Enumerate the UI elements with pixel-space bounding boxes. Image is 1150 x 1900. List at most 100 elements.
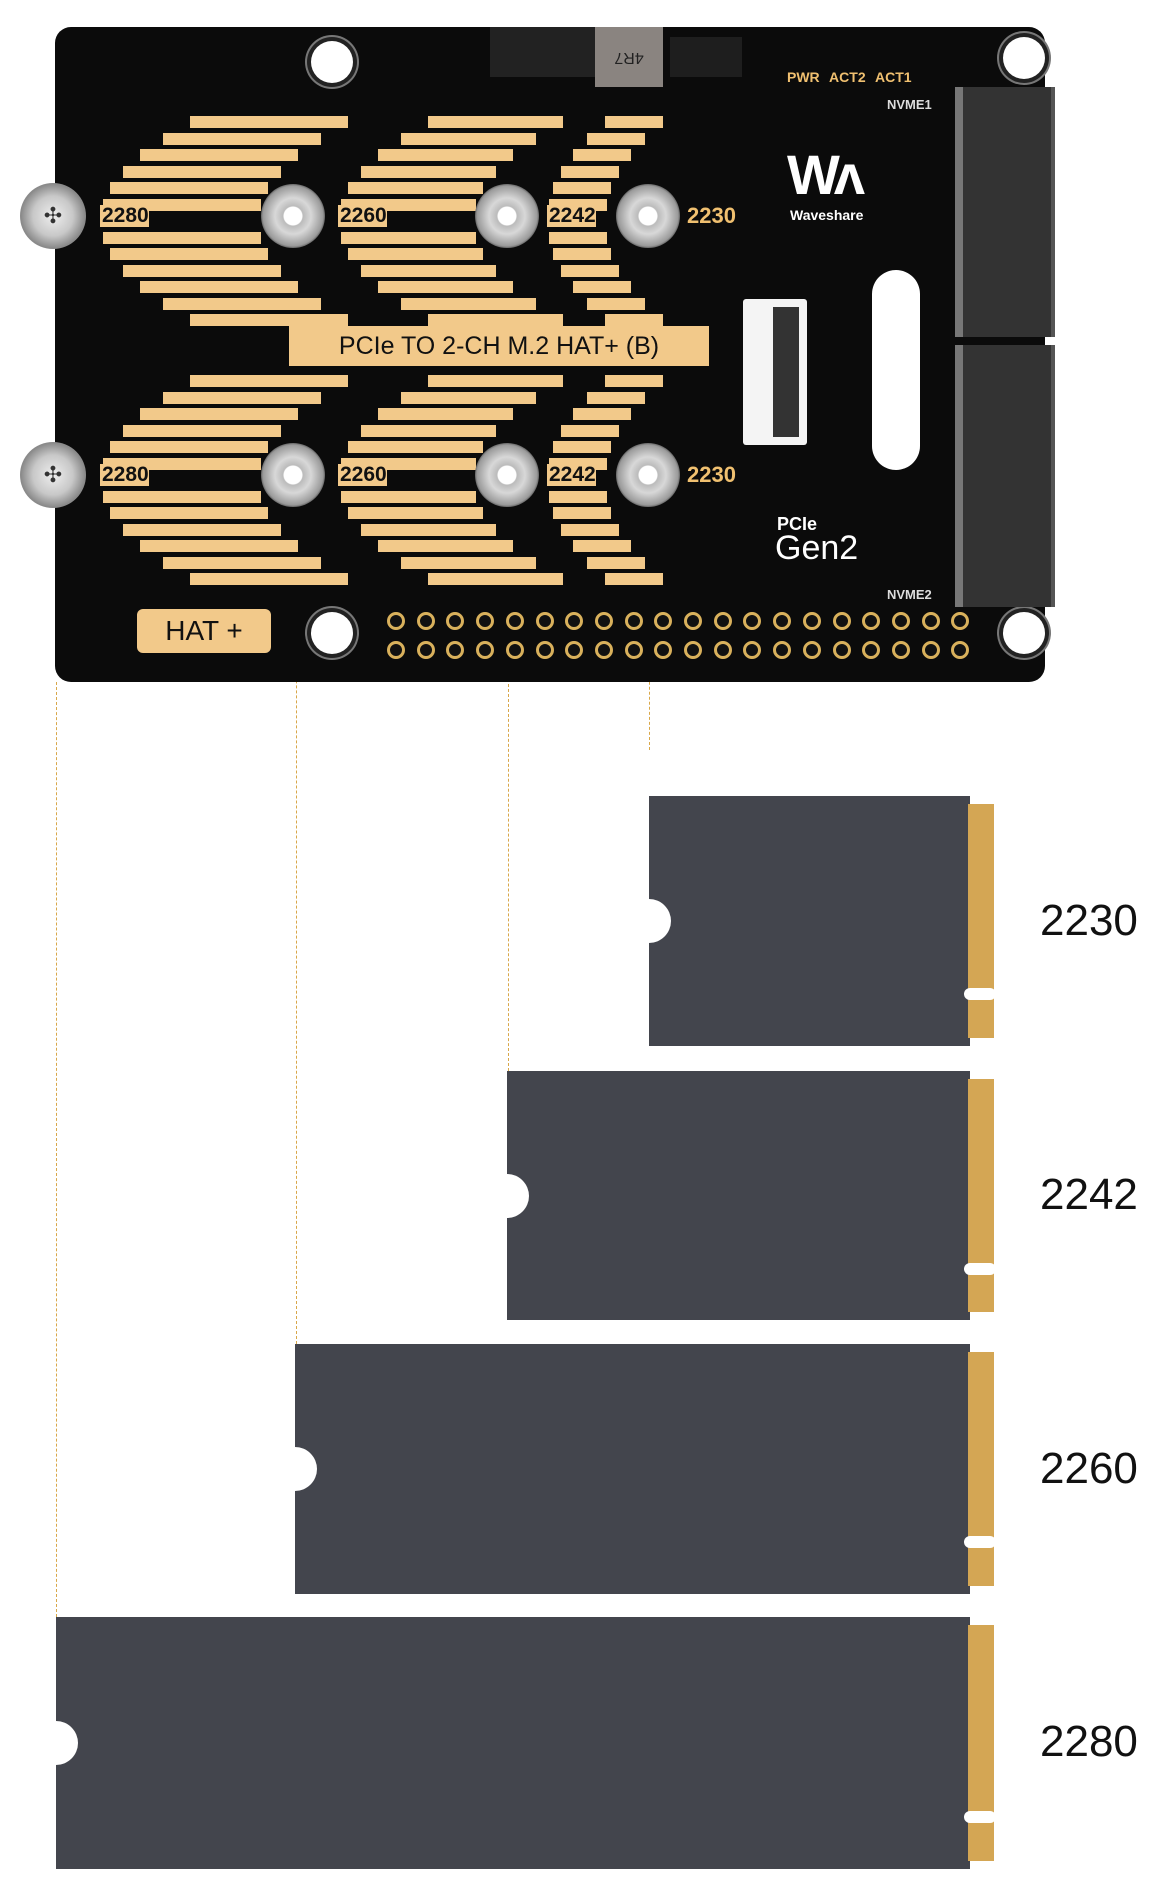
fpc-connector [743, 299, 807, 445]
key-notch [964, 988, 996, 1000]
gold-stripe [360, 424, 496, 437]
gpio-pin [684, 612, 702, 630]
guide-line-2280 [56, 682, 57, 1617]
gold-stripe [348, 507, 483, 519]
gpio-pin [654, 612, 673, 630]
gpio-pin [594, 641, 613, 659]
nvme2-label: NVME2 [887, 587, 932, 602]
guide-line-2260 [296, 320, 297, 1344]
gpio-pin [476, 641, 495, 659]
gold-stripe [190, 573, 348, 585]
gold-stripe [572, 281, 631, 293]
gpio-pin [773, 612, 792, 630]
gpio-pin [743, 641, 762, 659]
gold-stripe [348, 182, 483, 194]
gpio-pin [416, 641, 435, 659]
gold-stripe [561, 165, 620, 178]
gpio-pin [446, 641, 465, 659]
mount-notch [34, 1721, 78, 1765]
gold-stripe [587, 391, 645, 404]
gpio-pin [713, 612, 732, 630]
guide-line-2242 [508, 320, 509, 1071]
led-act2-label: ACT2 [829, 69, 866, 85]
led-pwr-label: PWR [787, 69, 820, 85]
gold-stripe [340, 231, 476, 244]
mount-notch [627, 899, 671, 943]
card-label-2230: 2230 [1040, 896, 1138, 945]
gold-stripe [428, 116, 563, 128]
gold-stripe [122, 165, 281, 178]
standoff-2230-bottom [616, 443, 680, 507]
gold-stripe [360, 264, 496, 277]
led-labels: PWR ACT2 ACT1 [787, 69, 912, 85]
ssd-card-2242 [485, 1071, 996, 1320]
gpio-pin [713, 641, 732, 659]
board-slot-cutout [872, 270, 920, 470]
mount-notch [273, 1447, 317, 1491]
mounting-hole [1003, 612, 1045, 654]
gold-stripe [604, 375, 663, 387]
gold-stripe [102, 490, 261, 503]
inductor: 4R7 [595, 27, 663, 87]
size-label-2230-bottom: 2230 [687, 462, 736, 487]
gpio-pin [446, 612, 465, 630]
gold-stripe [122, 264, 281, 277]
size-label-2260-bottom: 2260 [338, 463, 387, 486]
gpio-pin [387, 641, 405, 659]
gold-stripe [428, 375, 563, 387]
gold-stripe [561, 523, 620, 536]
gpio-pin [565, 612, 584, 630]
gold-stripe [110, 182, 268, 194]
nvme1-label: NVME1 [887, 97, 932, 112]
gold-stripe [378, 281, 513, 293]
gold-stripe [428, 573, 563, 585]
size-label-2242-top: 2242 [547, 204, 596, 227]
ssd-card-2260 [273, 1344, 996, 1594]
gold-stripe [587, 132, 645, 145]
gpio-pin [505, 612, 524, 630]
screw-icon: ✣ [20, 183, 86, 249]
mounting-hole [311, 612, 353, 654]
gold-connector [968, 1079, 994, 1312]
gold-stripe [162, 297, 321, 310]
gold-stripe [604, 573, 663, 585]
gpio-pin [594, 612, 613, 630]
standoff-2260-top [261, 184, 325, 248]
gold-stripe [110, 441, 268, 453]
gold-stripe [553, 507, 612, 519]
gold-stripe [428, 314, 563, 326]
gold-stripe [553, 182, 612, 194]
gold-stripe [110, 248, 268, 260]
gold-stripe [604, 314, 663, 326]
gold-stripe [190, 116, 348, 128]
gpio-pin [387, 612, 405, 630]
key-notch [964, 1263, 996, 1275]
brand-name: Waveshare [790, 207, 864, 223]
ssd-card-2280 [34, 1617, 996, 1869]
gpio-pin [624, 612, 643, 630]
gpio-pin [535, 612, 554, 630]
gold-stripe [162, 391, 321, 404]
card-label-2260: 2260 [1040, 1444, 1138, 1493]
card-label-2280: 2280 [1040, 1717, 1138, 1766]
gold-stripe [340, 490, 476, 503]
gen2-label: Gen2 [775, 529, 859, 567]
mounting-hole [311, 41, 353, 83]
gold-stripe [102, 231, 261, 244]
gold-connector [968, 1352, 994, 1586]
gold-stripe [378, 149, 513, 161]
gold-stripe [553, 441, 612, 453]
gpio-pin [951, 612, 970, 630]
key-notch [964, 1536, 996, 1548]
gpio-pin [951, 641, 970, 659]
standoff-2230-top [616, 184, 680, 248]
gpio-pin [921, 641, 940, 659]
gold-stripe [140, 408, 298, 420]
size-label-2280-top: 2280 [100, 204, 149, 227]
size-label-2260-top: 2260 [338, 204, 387, 227]
gpio-pin [684, 641, 702, 659]
gold-stripe [587, 297, 645, 310]
key-notch [964, 1811, 996, 1823]
size-label-2230-top: 2230 [687, 203, 736, 228]
